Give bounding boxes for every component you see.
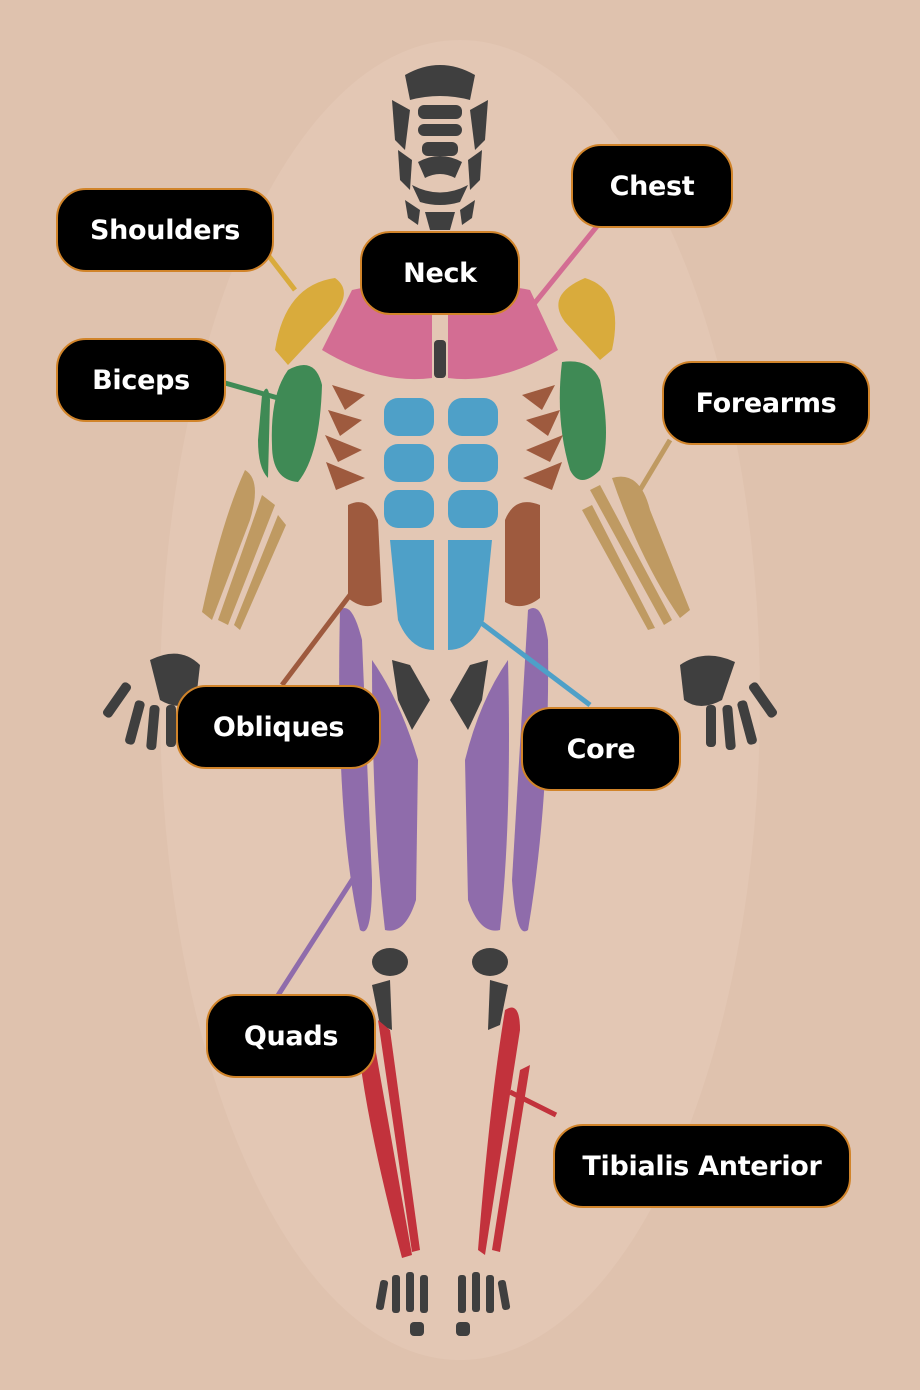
joint-details bbox=[372, 660, 508, 1030]
feet bbox=[375, 1272, 511, 1336]
forearm-muscles bbox=[202, 470, 690, 630]
shoulder-muscles bbox=[275, 278, 616, 365]
label-quads[interactable]: Quads bbox=[206, 994, 376, 1078]
oblique-muscles bbox=[325, 385, 563, 607]
label-neck[interactable]: Neck bbox=[360, 231, 520, 315]
core-muscles bbox=[384, 398, 498, 650]
label-forearms[interactable]: Forearms bbox=[662, 361, 870, 445]
label-biceps[interactable]: Biceps bbox=[56, 338, 226, 422]
tibialis-muscles bbox=[355, 1007, 530, 1258]
label-chest[interactable]: Chest bbox=[571, 144, 733, 228]
leader-lines bbox=[224, 223, 673, 1118]
label-shoulders[interactable]: Shoulders bbox=[56, 188, 274, 272]
label-tibialis-anterior[interactable]: Tibialis Anterior bbox=[553, 1124, 851, 1208]
label-core[interactable]: Core bbox=[521, 707, 681, 791]
bicep-muscles bbox=[258, 361, 606, 482]
label-obliques[interactable]: Obliques bbox=[176, 685, 381, 769]
head bbox=[392, 65, 488, 230]
